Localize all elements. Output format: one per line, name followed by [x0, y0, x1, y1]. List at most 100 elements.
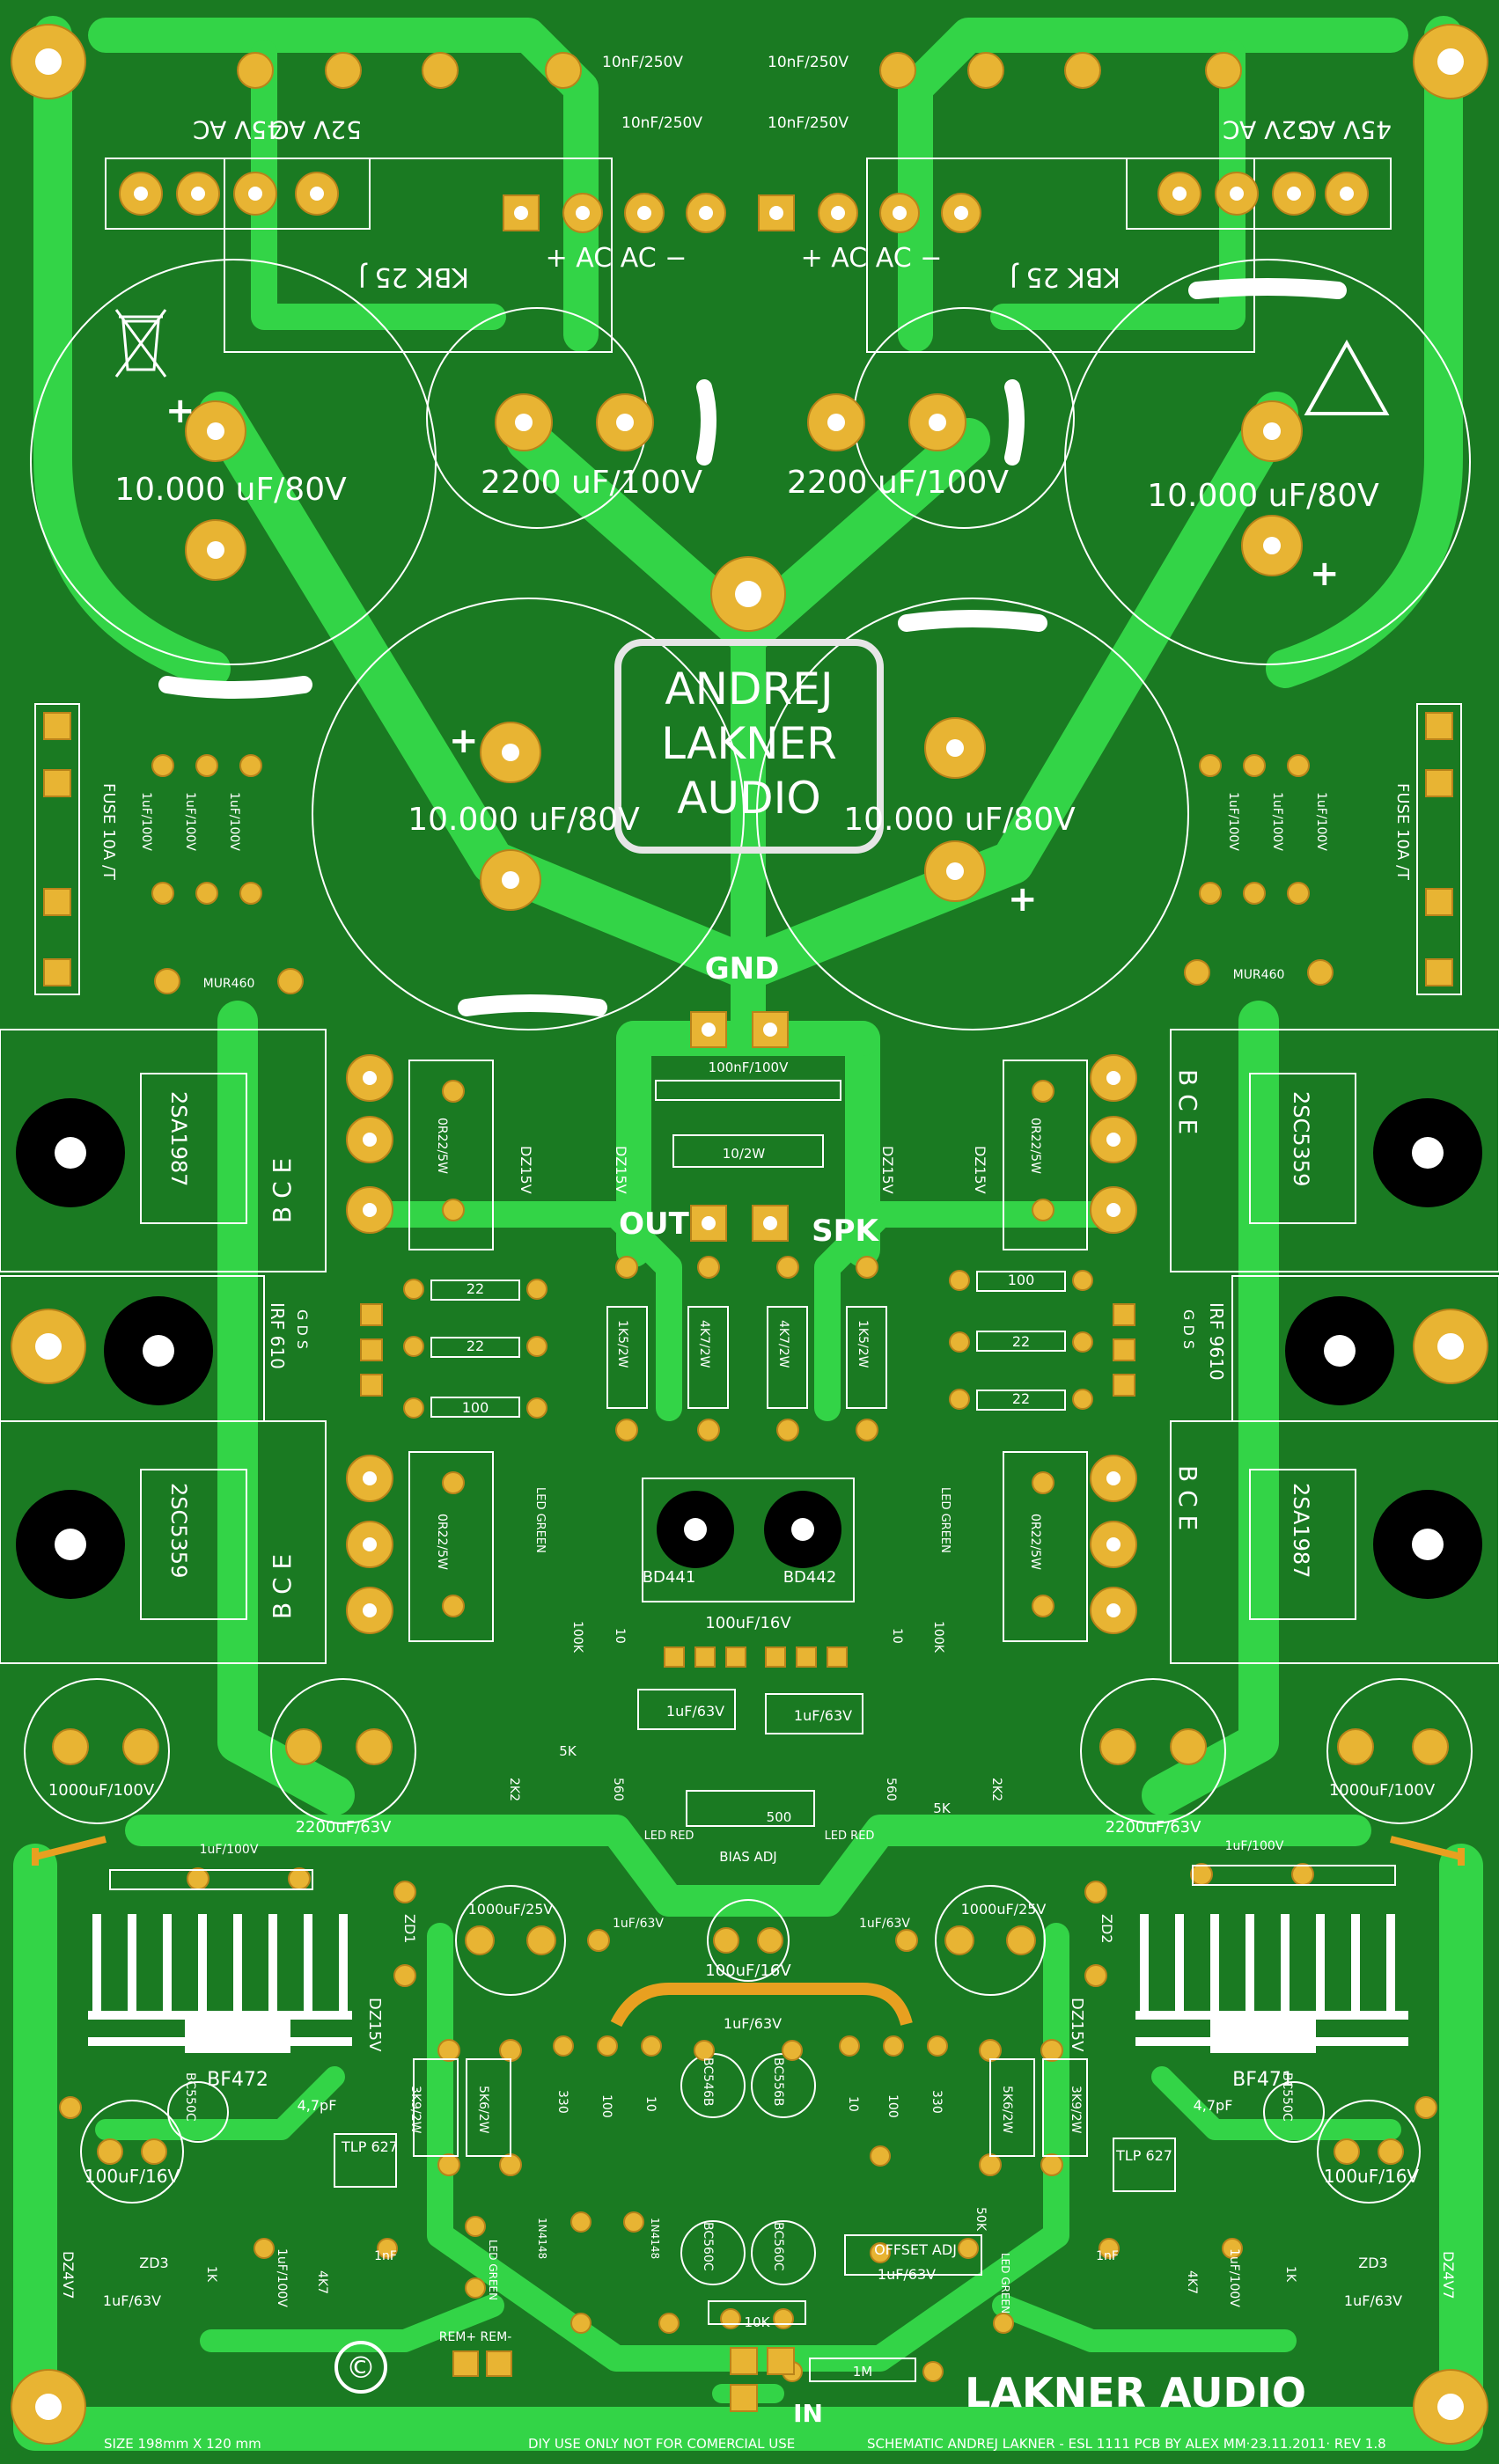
label-cap-100u16-mid: 100uF/16V [705, 1962, 791, 1980]
label-cap-1u63-low-right: 1uF/63V [1344, 2292, 1402, 2309]
label-1n4148-a: 1N4148 [536, 2218, 548, 2259]
label-cap-100u16-top: 100uF/16V [705, 1614, 791, 1632]
label-cap-big-ml: 10.000 uF/80V [408, 802, 640, 838]
label-bc560c-a: BC560C [701, 2222, 715, 2271]
label-cap-1u63-low-left: 1uF/63V [103, 2292, 161, 2309]
label-bce-br: B C E [1173, 1465, 1202, 1530]
label-film-cap-4: 1uF/100V [1226, 792, 1240, 851]
label-film-cap-6: 1uF/100V [1314, 792, 1328, 851]
copper-traces [13, 16, 1483, 2451]
label-res-10-2w: 10/2W [723, 1146, 766, 1162]
label-res-22-d: 22 [1012, 1390, 1030, 1407]
label-bce-tl: B C E [268, 1158, 297, 1223]
label-bridge-right: KBK 25 J [1010, 261, 1121, 292]
brand-lakner-audio: LAKNER AUDIO [965, 2369, 1306, 2416]
label-film-cap-5: 1uF/100V [1270, 792, 1284, 851]
label-4k7-b: 4K7/2W [776, 1320, 790, 1368]
label-res-22-a: 22 [467, 1280, 484, 1297]
label-led-green-right: LED GREEN [938, 1487, 952, 1553]
label-gds-left: G D S [294, 1309, 311, 1349]
label-cap-10n-1: 10nF/250V [602, 54, 683, 71]
label-led-red-left: LED RED [644, 1830, 694, 1843]
bias-trace [610, 1983, 913, 2028]
label-cap-1000u100-left: 1000uF/100V [48, 1781, 155, 1800]
label-res-100-a: 100 [462, 1399, 489, 1416]
label-bridge-pins-left: + AC AC − [546, 243, 687, 274]
label-cap-big-mr: 10.000 uF/80V [843, 802, 1076, 838]
label-45vac-right: 45V AC [1302, 115, 1392, 144]
label-cap-10n-4: 10nF/250V [768, 114, 849, 132]
label-cap-2200u63-left: 2200uF/63V [296, 1818, 393, 1837]
label-film-cap-2: 1uF/100V [183, 792, 197, 851]
label-0r22-tl: 0R22/5W [435, 1118, 449, 1174]
label-res-100-b: 100 [1008, 1272, 1035, 1288]
label-film-cap-3: 1uF/100V [227, 792, 241, 851]
label-pot-50k: 50K [974, 2207, 988, 2232]
label-res-4k7-right: 4K7 [1185, 2270, 1199, 2294]
label-res-5k6-right: 5K6/2W [1000, 2086, 1014, 2134]
label-cap-10n-2: 10nF/250V [768, 54, 849, 71]
label-res-10-right: 10 [890, 1628, 904, 1644]
label-film-cap-left-low: 1uF/100V [200, 1843, 259, 1857]
label-res-2k2-left: 2K2 [507, 1778, 521, 1801]
mounting-holes [11, 24, 1488, 2445]
label-pot-500: 500 [767, 1809, 792, 1825]
frame-trace-corner-2 [34, 1836, 1462, 1860]
label-0r22-br: 0R22/5W [1028, 1514, 1042, 1570]
label-res-10k: 10K [745, 2314, 771, 2330]
label-rem: REM+ REM- [439, 2330, 512, 2344]
svg-text:+: + [165, 391, 195, 431]
logo-line-3: AUDIO [677, 773, 820, 824]
label-dz4v7-left: DZ4V7 [60, 2251, 77, 2299]
label-tlp627-left: TLP 627 [341, 2138, 398, 2155]
copyright-symbol: © [346, 2350, 376, 2386]
label-cap-1nf-right: 1nF [1096, 2249, 1119, 2263]
label-cap-2200u63-right: 2200uF/63V [1106, 1818, 1202, 1837]
label-cap-1u63-b: 1uF/63V [794, 1707, 852, 1724]
label-cap-47p-left: 4,7pF [298, 2097, 337, 2114]
label-pot-5k-right: 5K [933, 1800, 952, 1816]
label-res-560-left: 560 [611, 1778, 625, 1801]
label-45vac-left: 45V AC [193, 115, 283, 144]
label-2sa1987-top: 2SA1987 [166, 1091, 191, 1186]
label-cap-big-tl: 10.000 uF/80V [114, 472, 347, 508]
label-cap-1u63-d: 1uF/63V [859, 1917, 910, 1931]
label-in: IN [793, 2399, 823, 2428]
label-cap-47p-right: 4,7pF [1194, 2097, 1233, 2114]
label-52vac-right: 52V AC [1223, 115, 1312, 144]
label-res-10-left: 10 [613, 1628, 627, 1644]
label-res-10-low-right: 10 [846, 2096, 860, 2112]
label-bd442: BD442 [783, 1568, 837, 1587]
label-film-cap-right-low: 1uF/100V [1225, 1839, 1284, 1853]
label-bridge-pins-right: + AC AC − [801, 243, 943, 274]
label-led-green-low-right: LED GREEN [999, 2253, 1011, 2314]
label-dz15v-low-left: DZ15V [365, 1998, 384, 2052]
label-spk: SPK [812, 1214, 879, 1249]
label-cap-big-tr: 10.000 uF/80V [1147, 478, 1379, 514]
label-bridge-left: KBK 25 J [358, 261, 469, 292]
label-cap-2200-right: 2200 uF/100V [787, 465, 1009, 501]
label-bce-tr: B C E [1173, 1069, 1202, 1134]
label-res-5k6-left: 5K6/2W [476, 2086, 490, 2134]
label-cap-1000u25-left: 1000uF/25V [468, 1901, 554, 1918]
label-0r22-bl: 0R22/5W [435, 1514, 449, 1570]
label-res-560-right: 560 [884, 1778, 898, 1801]
credits-note: SCHEMATIC ANDREJ LAKNER - ESL 1111 PCB B… [867, 2436, 1386, 2452]
label-tlp627-right: TLP 627 [1115, 2147, 1172, 2164]
label-dz15v-low-right: DZ15V [1068, 1998, 1086, 2052]
label-res-22-c: 22 [1012, 1333, 1030, 1350]
label-bd441: BD441 [643, 1568, 696, 1587]
label-0r22-tr: 0R22/5W [1028, 1118, 1042, 1174]
label-bc556b: BC556B [771, 2057, 785, 2106]
label-bias-adj: BIAS ADJ [719, 1849, 777, 1865]
label-2sc5359-top: 2SC5359 [1289, 1091, 1313, 1186]
label-cap-100u16-low-right: 100uF/16V [1324, 2166, 1420, 2187]
label-cap-1u63-a: 1uF/63V [666, 1703, 724, 1720]
label-dz15v-b: DZ15V [613, 1146, 629, 1194]
label-dz15v-a: DZ15V [518, 1146, 534, 1194]
silkscreen-outlines [0, 158, 1499, 2285]
logo-line-2: LAKNER [661, 718, 837, 769]
label-bc550c-right: BC550C [1280, 2072, 1294, 2122]
label-gnd: GND [705, 951, 780, 986]
